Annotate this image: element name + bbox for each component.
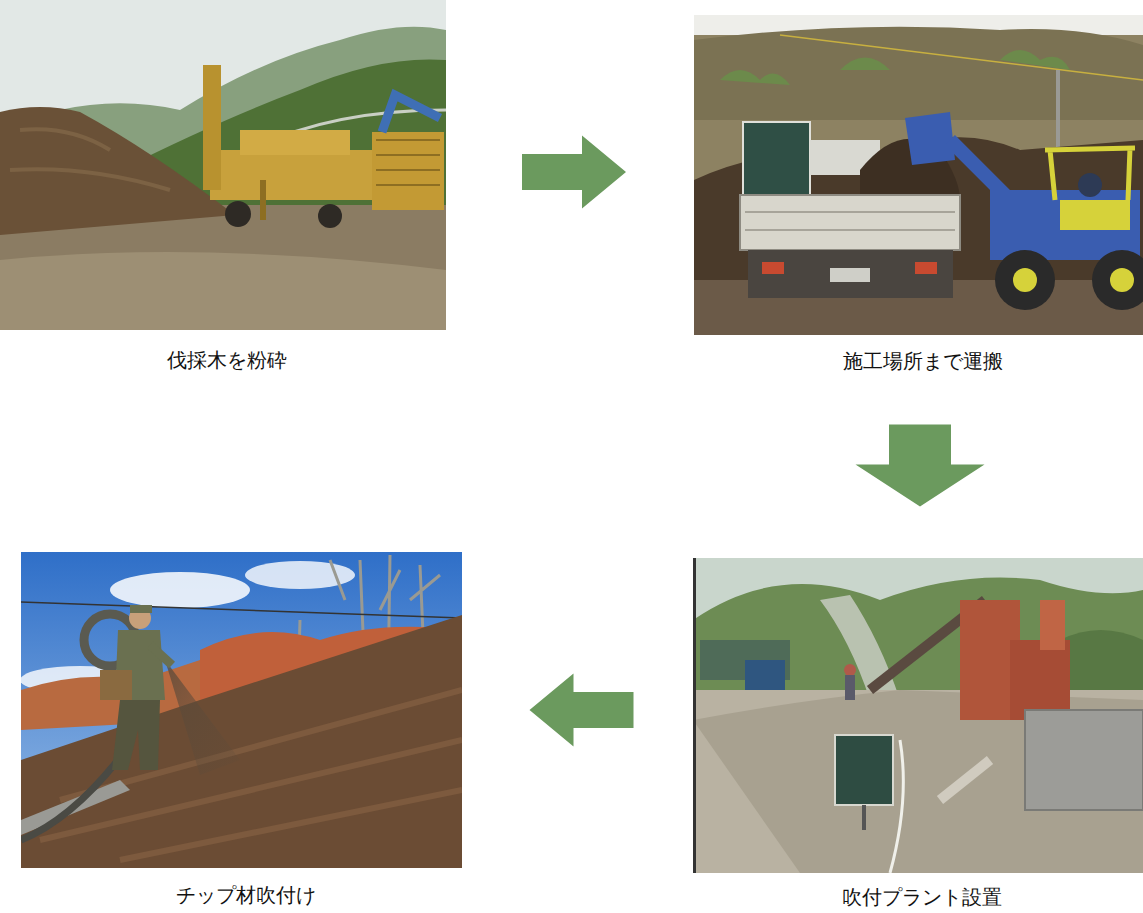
transport-photo-part — [745, 212, 955, 230]
transport-photo-part — [1060, 200, 1130, 230]
plant-photo-part — [693, 558, 696, 873]
transport-photo-part — [694, 27, 1143, 120]
spraying-photo-part — [150, 645, 172, 665]
transport-photo-part — [762, 262, 784, 274]
transport-photo-part — [905, 112, 955, 165]
transport-photo-part — [1013, 268, 1037, 292]
plant-photo-part — [693, 690, 1143, 873]
plant-photo-part — [835, 735, 893, 805]
spraying-photo-part — [21, 552, 462, 868]
spraying-photo-part — [21, 760, 118, 840]
transport-photo-part — [1110, 268, 1134, 292]
transport-photo-part — [1078, 173, 1102, 197]
chipper-photo-part — [225, 201, 251, 227]
plant-photo-part — [862, 805, 866, 830]
transport-photo-part — [1092, 250, 1143, 310]
chipper-photo-part — [382, 95, 440, 132]
plant-photo-part — [940, 760, 990, 800]
plant-photo-part — [1040, 600, 1065, 650]
transport-photo-part — [830, 268, 870, 282]
chipper-photo-part — [240, 130, 350, 155]
flow-arrow — [522, 136, 626, 209]
spraying-photo-part — [112, 700, 160, 770]
step-caption: 吹付プラント設置 — [693, 885, 1143, 909]
plant-photo — [693, 558, 1143, 873]
chipper-photo-part — [260, 180, 266, 220]
flow-arrow — [856, 425, 985, 507]
photo-step: 伐採木を粉砕 — [0, 0, 454, 372]
chipper-photo-part — [376, 140, 440, 185]
plant-photo-part — [845, 675, 855, 700]
spraying-photo-part — [100, 670, 132, 700]
spraying-photo-part — [21, 602, 462, 618]
plant-photo-part — [1060, 630, 1143, 700]
chipper-photo-part — [0, 252, 446, 330]
transport-photo-part — [694, 15, 1143, 335]
transport-photo-part — [748, 250, 953, 298]
plant-photo-part — [693, 558, 1143, 873]
chipper-photo — [0, 0, 446, 330]
chipper-photo-part — [10, 129, 170, 190]
chipper-photo-part — [372, 132, 444, 210]
spraying-photo-part — [110, 572, 250, 608]
transport-photo-part — [780, 35, 1143, 80]
photo-step: チップ材吹付け — [21, 552, 470, 907]
plant-photo-part — [1010, 640, 1070, 720]
step-caption: 施工場所まで運搬 — [694, 349, 1143, 373]
transport-photo-part — [990, 190, 1140, 260]
plant-photo-part — [745, 660, 785, 690]
plant-photo-part — [890, 740, 903, 873]
transport-photo-part — [1045, 148, 1135, 200]
spraying-photo-part — [130, 605, 152, 613]
spraying-photo-part — [21, 615, 462, 868]
transport-photo-part — [995, 250, 1055, 310]
step-caption: 伐採木を粉砕 — [0, 348, 454, 372]
step-caption: チップ材吹付け — [21, 883, 470, 907]
transport-photo — [694, 15, 1143, 335]
spraying-photo-part — [165, 660, 240, 775]
transport-photo-part — [720, 50, 1070, 85]
chipper-photo-part — [203, 65, 221, 190]
plant-photo-part — [1025, 710, 1143, 810]
transport-photo-part — [740, 195, 960, 250]
plant-photo-part — [820, 595, 900, 700]
chipper-photo-part — [318, 204, 342, 228]
plant-photo-part — [844, 664, 856, 676]
transport-photo-part — [743, 122, 810, 195]
flow-arrow — [530, 674, 634, 747]
transport-photo-part — [915, 262, 937, 274]
spraying-photo — [21, 552, 462, 868]
chipper-photo-part — [0, 0, 446, 330]
chipper-photo-part — [0, 107, 235, 235]
plant-photo-part — [693, 690, 1143, 873]
photo-step: 施工場所まで運搬 — [694, 15, 1143, 373]
photo-step: 吹付プラント設置 — [693, 558, 1143, 909]
